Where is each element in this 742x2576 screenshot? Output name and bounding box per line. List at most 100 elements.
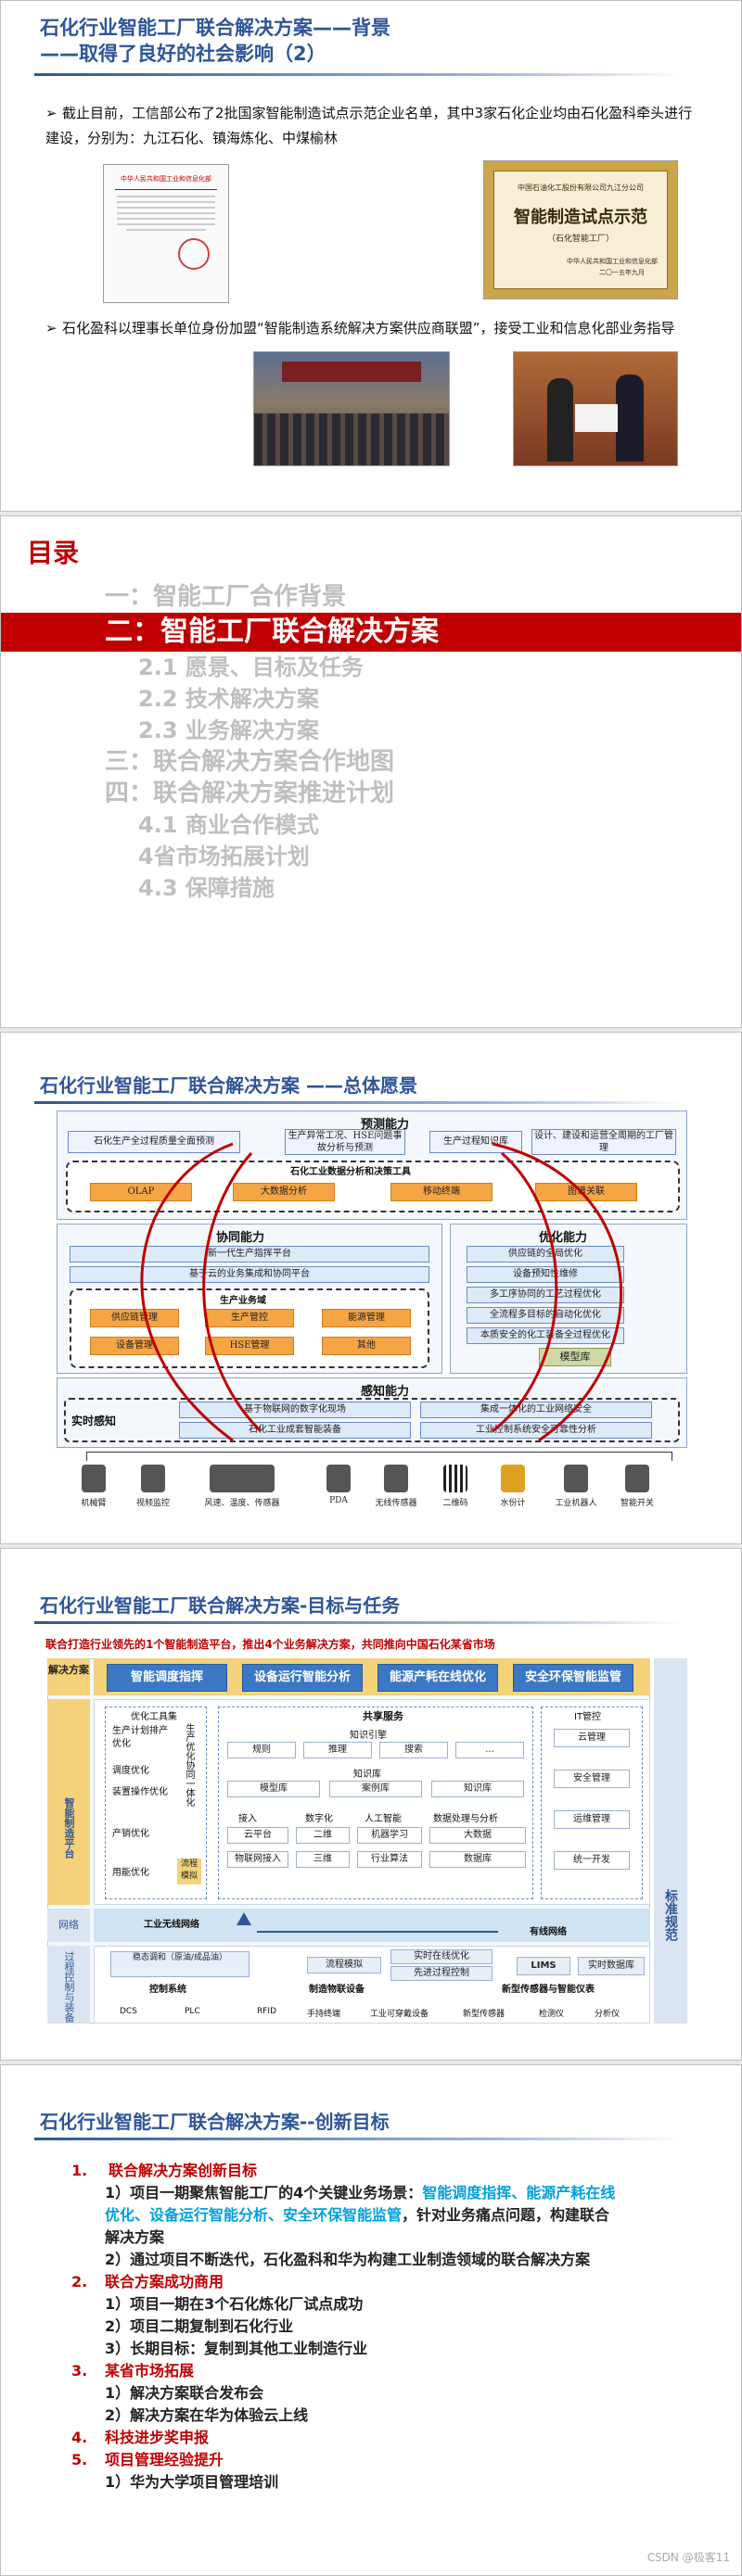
toc-item-3[interactable]: 三：联合解决方案合作地图 (105, 748, 395, 776)
plaque-issuer: 中华人民共和国工业和信息化部 (567, 258, 658, 265)
ctrl-iot-devices-label: 制造物联设备 (309, 1985, 365, 1995)
slide-separator (0, 2061, 742, 2064)
digital-2d: 二维 (296, 1827, 350, 1844)
ctrl-system-label: 控制系统 (149, 1985, 186, 1995)
document-header: 中华人民共和国工业和信息化部 (121, 175, 211, 183)
solution-dispatch[interactable]: 智能调度指挥 (107, 1664, 227, 1692)
network-band (94, 1909, 650, 1942)
industrial-robot-icon (564, 1465, 588, 1492)
opt-toolset-title: 优化工具集 (131, 1712, 177, 1722)
platform-item-mobile: 移动终端 (390, 1183, 493, 1201)
wireless-network-label: 工业无线网络 (144, 1920, 199, 1930)
item-1-line-a: 1）项目一期聚焦智能工厂的4个关键业务场景：智能调度指挥、能源产耗在线 (105, 2184, 616, 2202)
it-cloud-mgmt: 云管理 (554, 1729, 630, 1747)
device-industrial-robot: 工业机器人 (548, 1465, 604, 1508)
it-ops: 运维管理 (554, 1810, 630, 1829)
icon-wearable: 工业可穿戴设备 (370, 2010, 429, 2019)
plaque-image: 中国石油化工股份有限公司九江分公司 智能制造试点示范 （石化智能工厂） 中华人民… (483, 160, 678, 299)
shared-services-title: 共享服务 (363, 1710, 403, 1722)
icon-dcs: DCS (120, 2007, 137, 2016)
prediction-box-4: 设计、建设和运营全周期的工厂管理 (531, 1129, 676, 1155)
icon-rfid: RFID (257, 2007, 277, 2016)
item-1-line-d: 2）通过项目不断迭代，石化盈科和华为构建工业制造领域的联合解决方案 (105, 2251, 591, 2268)
device-smart-switch: 智能开关 (609, 1465, 665, 1508)
platform-item-bigdata: 大数据分析 (233, 1183, 335, 1201)
flow-simulation-label: 流程模拟 (177, 1859, 201, 1884)
opt-collab-label: 生产优化协同一体化 (184, 1723, 194, 1807)
icon-analyzer: 分析仪 (595, 2010, 620, 2019)
realtime-perception-frame (64, 1398, 680, 1442)
ctrl-sensors-label: 新型传感器与智能仪表 (502, 1985, 595, 1995)
perception-item-3: 石化工业成套智能装备 (179, 1422, 411, 1439)
slide-title: 石化行业智能工厂联合解决方案--创新目标 (40, 2111, 390, 2133)
item-5-line-1: 1）华为大学项目管理培训 (105, 2473, 279, 2491)
bullet-1: ➢截止目前，工信部公布了2批国家智能制造试点示范企业名单，其中3家石化企业均由石… (45, 101, 704, 151)
toc-item-4-1[interactable]: 4.1 商业合作模式 (138, 812, 319, 838)
ctrl-rtdb: 实时数据库 (578, 1957, 645, 1975)
access-cloud: 云平台 (227, 1827, 288, 1844)
toc-heading: 目录 (27, 538, 80, 568)
ai-algorithms: 行业算法 (357, 1851, 422, 1868)
data-bigdata: 大数据 (429, 1827, 526, 1844)
biz-item-energy: 能源管理 (322, 1309, 411, 1327)
data-database: 数据库 (429, 1851, 526, 1868)
collab-item-1: 新一代生产指挥平台 (70, 1246, 429, 1263)
item-heading-5: 项目管理经验提升 (105, 2451, 224, 2468)
toc-item-1[interactable]: 一：智能工厂合作背景 (105, 583, 347, 611)
item-3-line-1: 1）解决方案联合发布会 (105, 2384, 264, 2402)
perception-item-4: 工业控制系统安全可靠性分析 (420, 1422, 652, 1439)
ctrl-rto: 实时在线优化 (390, 1949, 493, 1964)
goals-subtitle: 联合打造行业领先的1个智能制造平台，推出4个业务解决方案，共同推向中国石化某省市… (45, 1638, 495, 1651)
it-dev: 统一开发 (554, 1851, 630, 1870)
toc-item-4-3[interactable]: 4.3 保障措施 (138, 875, 275, 901)
device-sensors: 风速、温度、传感器 (186, 1465, 298, 1508)
optimization-toolset-frame (105, 1707, 207, 1899)
conference-photo (253, 351, 450, 466)
collaboration-title: 协同能力 (216, 1231, 265, 1245)
ctrl-apc: 先进过程控制 (390, 1966, 493, 1981)
toc-item-4-2[interactable]: 4省市场拓展计划 (138, 844, 310, 869)
toc-slide: 目录 一：智能工厂合作背景 二：智能工厂联合解决方案 2.1 愿景、目标及任务 … (0, 515, 742, 1028)
item-2-line-2: 2）项目二期复制到石化行业 (105, 2317, 294, 2335)
device-bracket (86, 1452, 672, 1461)
solutions-row-label: 解决方案 (47, 1658, 90, 1695)
item-number-3: 3. (71, 2362, 88, 2379)
kb-rule: 规则 (227, 1742, 296, 1758)
bullet-2: ➢石化盈科以理事长单位身份加盟“智能制造系统解决方案供应商联盟”，接受工业和信息… (45, 316, 704, 341)
prediction-box-2: 生产异常工况、HSE问题事故分析与预测 (285, 1129, 405, 1155)
network-row-label: 网络 (47, 1909, 90, 1942)
opt-item-4: 全流程多目标的自动化优化 (467, 1307, 624, 1324)
solution-safety[interactable]: 安全环保智能监管 (513, 1664, 633, 1692)
item-heading-4: 科技进步奖申报 (105, 2429, 210, 2446)
innovation-slide: 石化行业智能工厂联合解决方案--创新目标 1. 联合解决方案创新目标 1）项目一… (0, 2064, 742, 2576)
plaque-date: 二〇一五年九月 (599, 269, 645, 276)
opt-item-production-sales: 产销优化 (112, 1829, 149, 1839)
toc-item-2-3[interactable]: 2.3 业务解决方案 (138, 717, 319, 743)
goals-slide: 石化行业智能工厂联合解决方案-目标与任务 联合打造行业领先的1个智能制造平台，推… (0, 1548, 742, 2061)
plaque-title: 智能制造试点示范 (514, 208, 647, 227)
solution-energy[interactable]: 能源产耗在线优化 (377, 1664, 498, 1692)
solution-equipment[interactable]: 设备运行智能分析 (242, 1664, 363, 1692)
item-heading-1: 联合解决方案创新目标 (109, 2162, 258, 2179)
item-1-line-c: 解决方案 (105, 2228, 165, 2246)
toc-item-2-2[interactable]: 2.2 技术解决方案 (138, 686, 319, 712)
platform-row-label: 智能制造平台 (47, 1699, 90, 1905)
prediction-box-1: 石化生产全过程质量全面预测 (68, 1131, 240, 1153)
slide-background: 石化行业智能工厂联合解决方案——背景 ——取得了良好的社会影响（2） ➢截止目前… (0, 0, 742, 512)
opt-item-planning: 生产计划排产优化 (112, 1726, 168, 1749)
kb-inference: 推理 (303, 1742, 372, 1758)
toc-item-4[interactable]: 四：联合解决方案推进计划 (105, 780, 395, 807)
device-wireless-sensor: 无线传感器 (368, 1465, 424, 1508)
access-iot: 物联网接入 (227, 1851, 288, 1868)
slide-separator (0, 1028, 742, 1032)
award-ceremony-photo (513, 351, 678, 466)
toc-item-2-1[interactable]: 2.1 愿景、目标及任务 (138, 654, 364, 680)
bullet-arrow-icon: ➢ (45, 320, 58, 336)
watermark: CSDN @极客11 (646, 2551, 730, 2564)
digital-title: 数字化 (305, 1814, 333, 1824)
toc-item-2-active[interactable]: 二：智能工厂联合解决方案 (1, 613, 741, 652)
lib-knowledge: 知识库 (431, 1781, 524, 1797)
device-moisture-meter: 水份计 (485, 1465, 541, 1508)
item-2-line-1: 1）项目一期在3个石化炼化厂试点成功 (105, 2295, 364, 2313)
title-underline (34, 2138, 684, 2140)
